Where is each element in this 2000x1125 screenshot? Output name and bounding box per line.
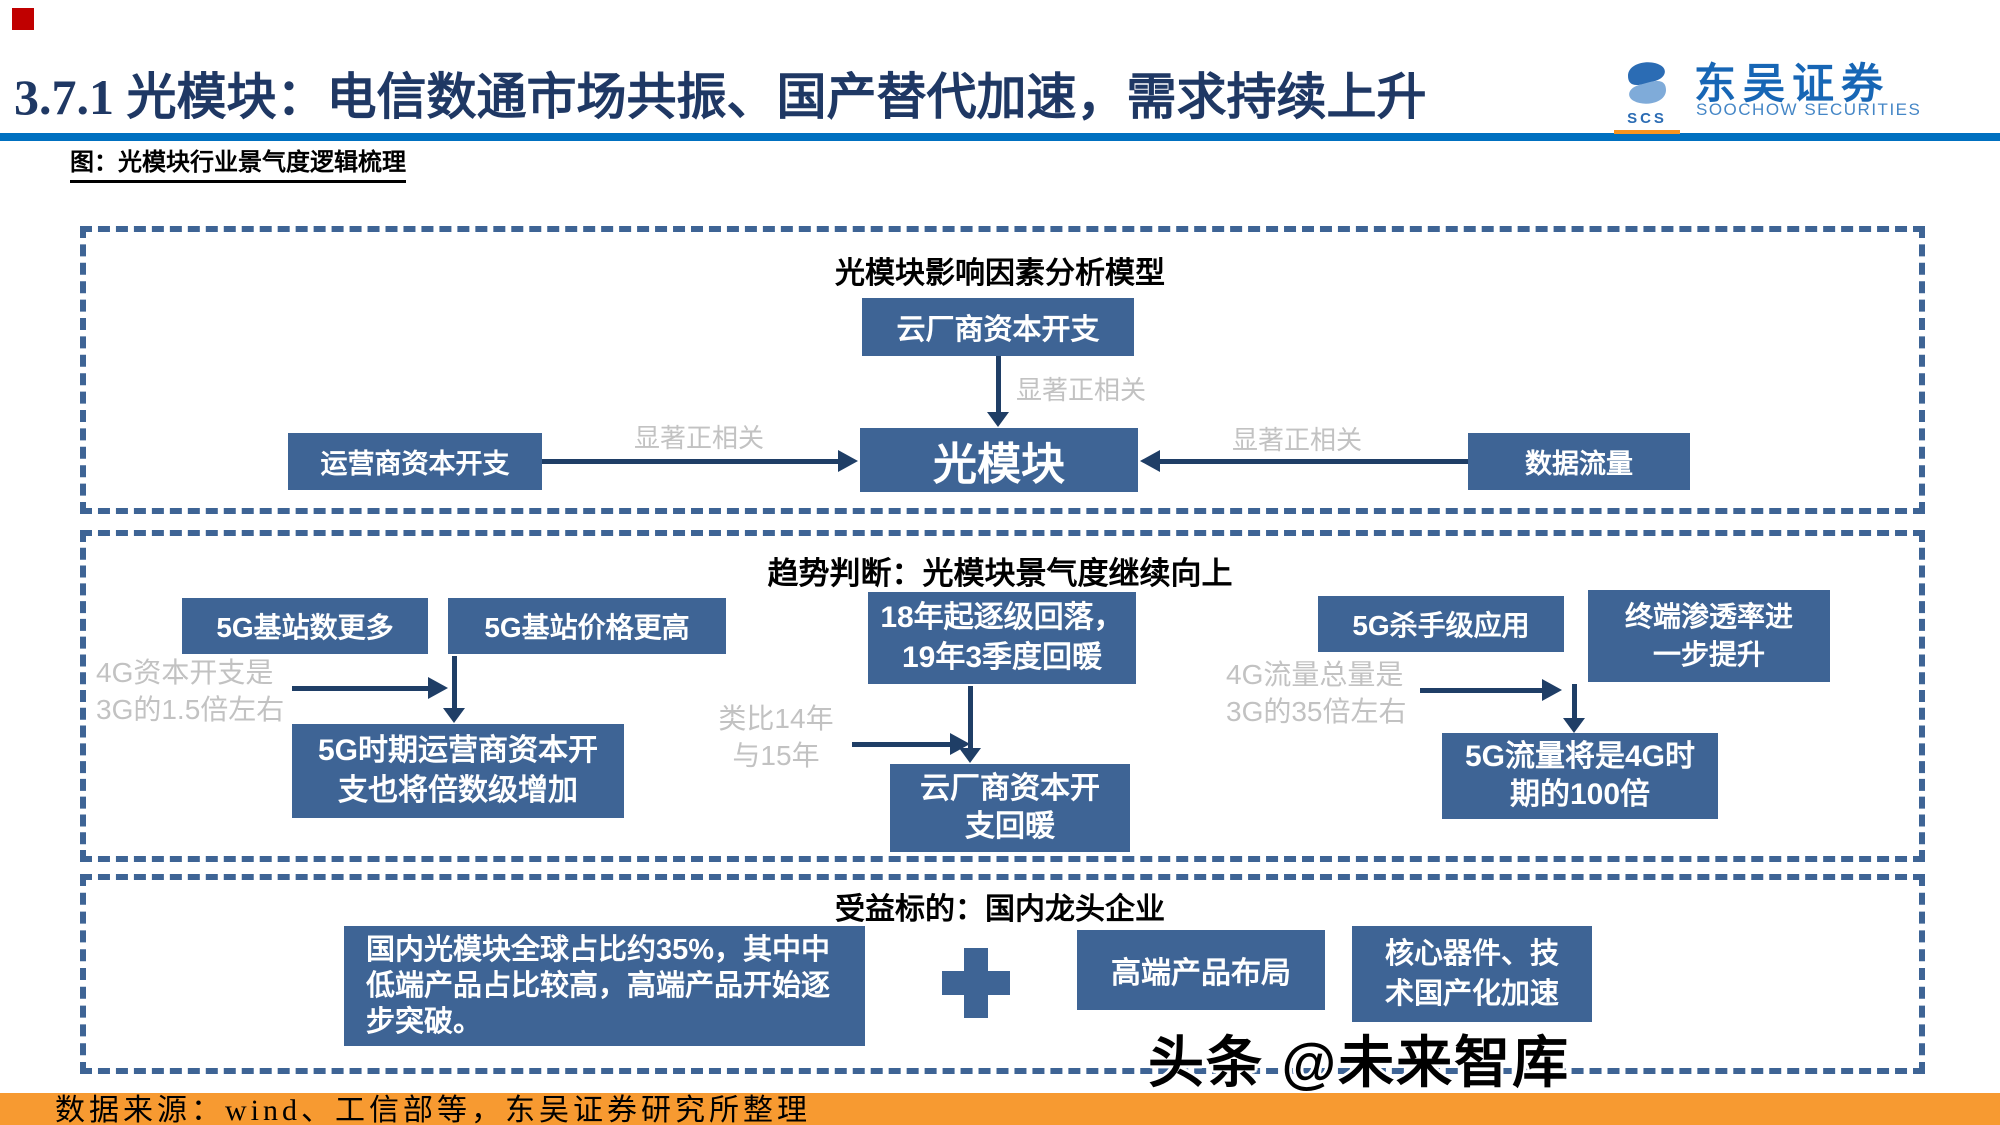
section-number: 3.7.1 (14, 69, 127, 125)
arrow-note-right-shaft (1420, 688, 1542, 693)
edge-label-top: 显著正相关 (1016, 375, 1147, 405)
node-5g-traffic-100x: 5G流量将是4G时 期的100倍 (1442, 733, 1718, 819)
node-terminal-penetration: 终端渗透率进 一步提升 (1588, 590, 1830, 682)
node-18y-decline-19q3-recover: 18年起逐级回落， 19年3季度回暖 (868, 592, 1136, 684)
corner-red-marker (12, 8, 34, 30)
node-5g-operator-capex-result: 5G时期运营商资本开 支也将倍数级增加 (292, 724, 624, 818)
edge-label-right: 显著正相关 (1232, 425, 1363, 455)
logo-name-cn: 东吴证券 (1694, 60, 1891, 107)
edge-label-left: 显著正相关 (634, 423, 765, 453)
arrow-note-left-shaft (292, 686, 428, 691)
arrow-note-right-head (1542, 679, 1562, 701)
model-group-box (80, 226, 1925, 514)
node-domestic-share-summary: 国内光模块全球占比约35%，其中中 低端产品占比较高，高端产品开始逐 步突破。 (344, 926, 865, 1046)
node-5g-killer-app: 5G杀手级应用 (1318, 596, 1564, 652)
logo-orange-bar (1614, 130, 1680, 134)
note-4g-traffic: 4G流量总量是 3G的35倍左右 (1226, 659, 1407, 727)
benefit-group-box (80, 874, 1925, 1074)
model-group-title: 光模块影响因素分析模型 (835, 257, 1165, 290)
plus-icon-bar (942, 971, 1010, 995)
logo-name-en: SOOCHOW SECURITIES (1696, 100, 1922, 119)
node-highend-product-layout: 高端产品布局 (1077, 930, 1325, 1010)
arrow-traffic-to-module-shaft (1160, 459, 1468, 464)
node-5g-station-price: 5G基站价格更高 (448, 598, 726, 654)
title-divider-rule (0, 133, 2000, 141)
footer-orange-bar (0, 1093, 2000, 1125)
figure-caption: 图：光模块行业景气度逻辑梳理 (70, 142, 406, 183)
arrow-right-down-head (1563, 718, 1585, 733)
arrow-center-down-shaft (968, 686, 973, 748)
arrow-center-down-head (959, 748, 981, 763)
note-analogy-14-15: 类比14年 与15年 (718, 703, 834, 771)
node-data-traffic: 数据流量 (1468, 433, 1690, 490)
arrow-note-left-head (428, 677, 448, 699)
trend-group-title: 趋势判断：光模块景气度继续向上 (767, 556, 1233, 591)
data-source-text: 数据来源：wind、工信部等，东吴证券研究所整理 (55, 1094, 811, 1125)
page-title-text: 光模块：电信数通市场共振、国产替代加速，需求持续上升 (126, 69, 1427, 125)
arrow-cloud-to-module-head (987, 412, 1009, 427)
trend-group-box (80, 530, 1925, 862)
node-core-components-localization: 核心器件、技 术国产化加速 (1352, 926, 1592, 1022)
node-cloud-capex: 云厂商资本开支 (862, 298, 1134, 356)
soochow-logo-mark-icon (1628, 62, 1666, 104)
node-cloud-capex-recover: 云厂商资本开 支回暖 (890, 764, 1130, 852)
logo-scs-text: SCS (1627, 110, 1667, 127)
note-4g-capex: 4G资本开支是 3G的1.5倍左右 (96, 657, 285, 725)
arrow-operator-to-module-shaft (542, 459, 838, 464)
watermark-toutiao: 头条 @未来智库 (1148, 1031, 1571, 1094)
arrow-operator-to-module-head (838, 450, 858, 472)
soochow-securities-logo: SCS 东吴证券 SOOCHOW SECURITIES (1614, 54, 1924, 140)
arrow-traffic-to-module-head (1140, 450, 1160, 472)
arrow-left-down-shaft (452, 656, 457, 708)
arrow-right-down-shaft (1572, 684, 1577, 718)
arrow-cloud-to-module-shaft (996, 356, 1001, 412)
node-5g-station-count: 5G基站数更多 (182, 598, 428, 654)
node-optical-module: 光模块 (860, 428, 1138, 492)
node-operator-capex: 运营商资本开支 (288, 433, 542, 490)
page-title: 3.7.1 光模块：电信数通市场共振、国产替代加速，需求持续上升 (14, 70, 1514, 125)
arrow-note-center-shaft (852, 742, 950, 747)
benefit-group-title: 受益标的：国内龙头企业 (835, 893, 1165, 926)
arrow-left-down-head (443, 708, 465, 723)
